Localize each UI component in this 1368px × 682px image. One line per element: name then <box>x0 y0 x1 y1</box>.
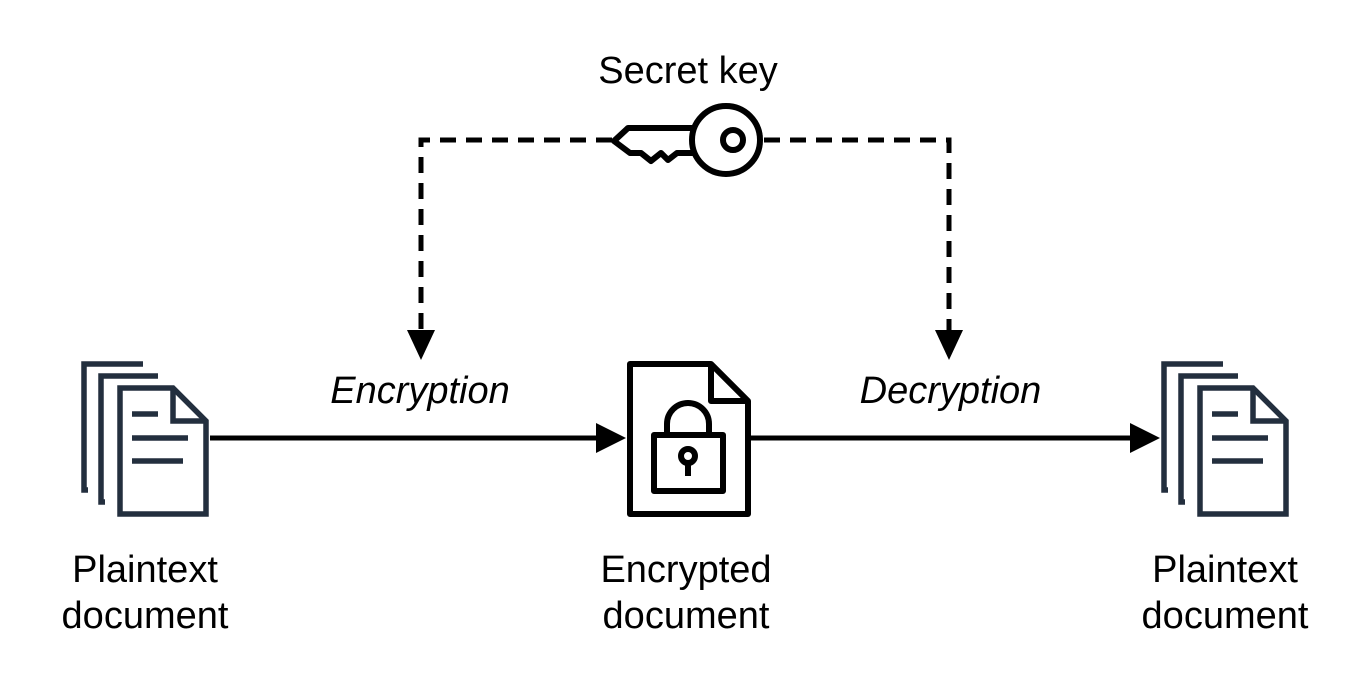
decryption-label: Decryption <box>859 370 1042 412</box>
documents-icon-left <box>81 361 209 517</box>
label-line-1: Plaintext <box>72 549 218 591</box>
plaintext-document-right-label: Plaintext document <box>1105 547 1345 639</box>
key-to-encryption-line <box>418 137 612 330</box>
encryption-key-arrowhead <box>407 330 435 360</box>
label-line-2: document <box>602 595 770 637</box>
encryption-arrowhead <box>596 423 626 453</box>
locked-document-icon <box>627 361 751 517</box>
plaintext-document-left-label: Plaintext document <box>25 547 265 639</box>
decryption-key-arrowhead <box>935 330 963 360</box>
label-line-1: Plaintext <box>1152 549 1298 591</box>
documents-icon-right <box>1161 361 1289 517</box>
key-connector <box>418 137 952 330</box>
secret-key-label: Secret key <box>598 50 778 92</box>
label-line-2: document <box>1141 595 1309 637</box>
key-to-decryption-line <box>764 137 952 330</box>
label-line-1: Encrypted <box>600 549 772 591</box>
key-icon <box>611 103 763 177</box>
decryption-arrowhead <box>1130 423 1160 453</box>
label-line-2: document <box>61 595 229 637</box>
encryption-label: Encryption <box>330 370 510 412</box>
encrypted-document-label: Encrypted document <box>566 547 806 639</box>
